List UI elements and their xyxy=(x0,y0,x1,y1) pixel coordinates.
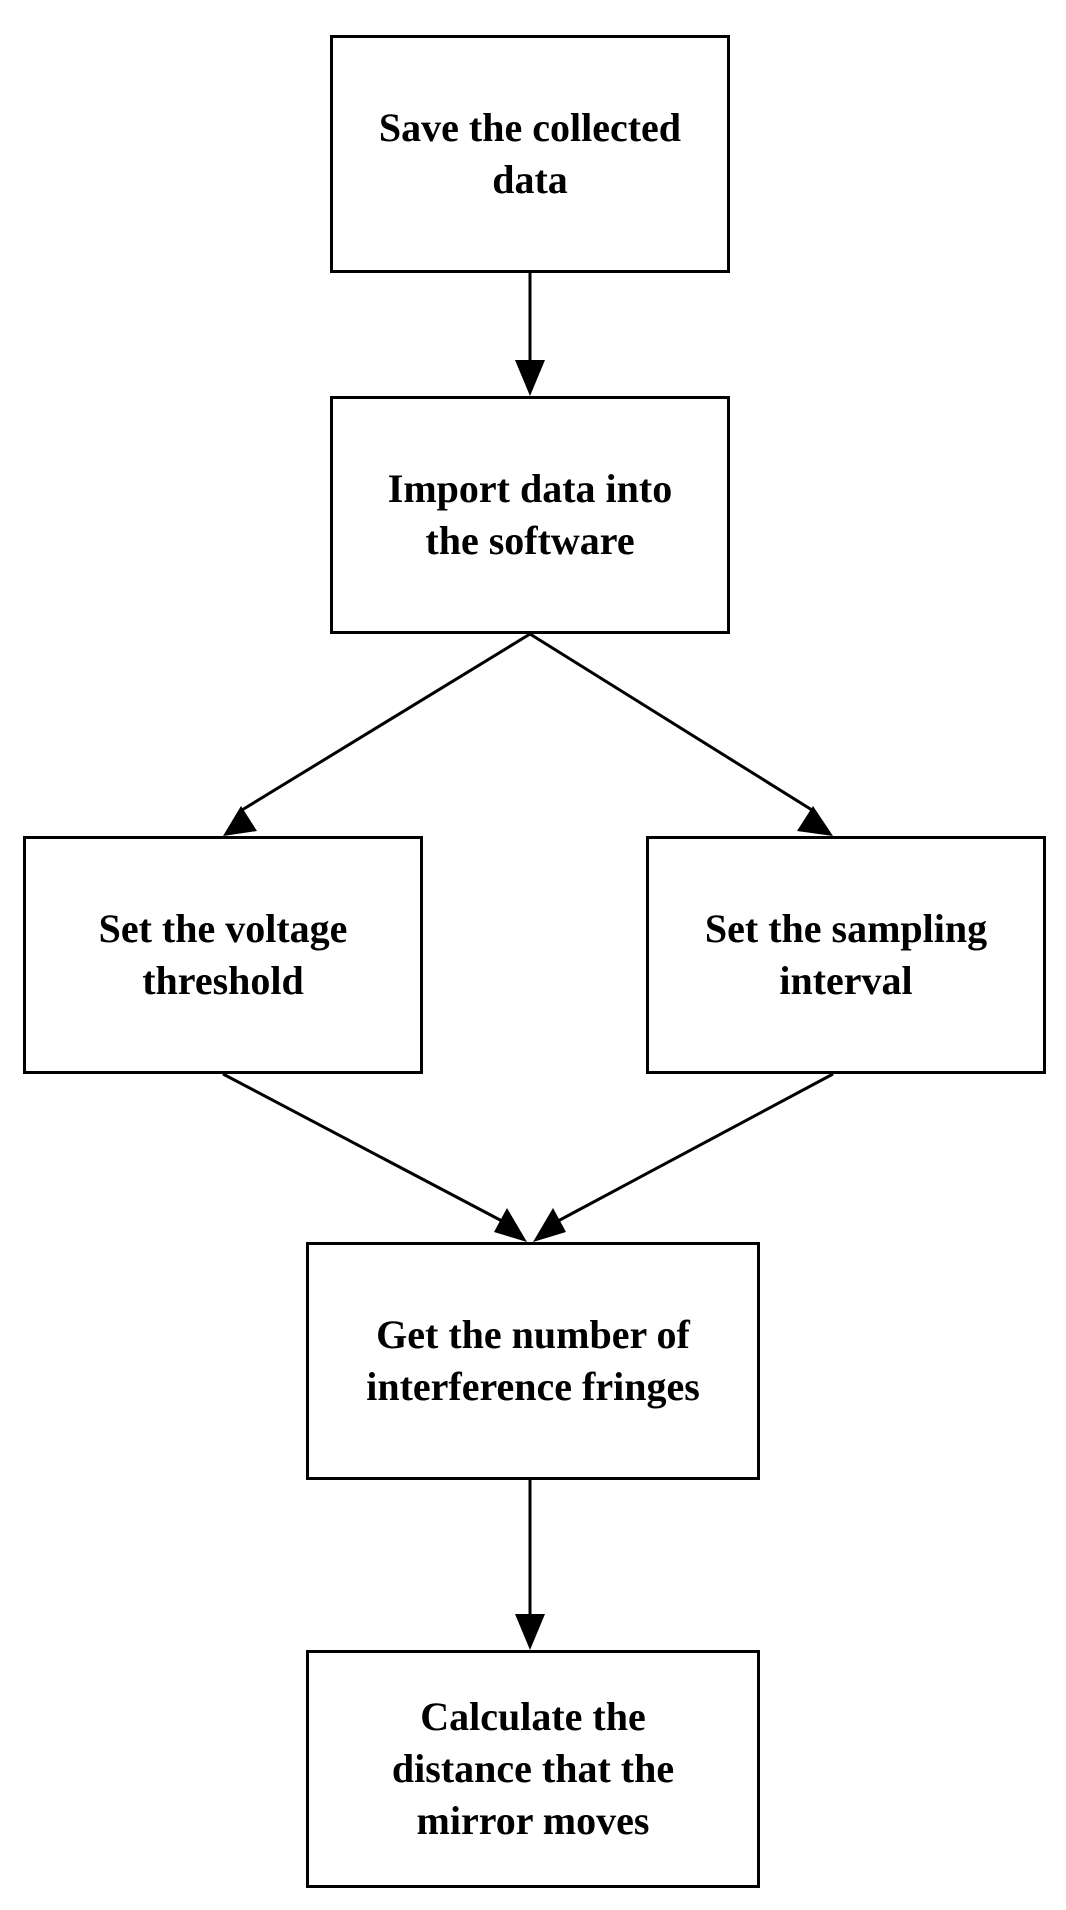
step-get-fringe-count: Get the number of interference fringes xyxy=(306,1242,760,1480)
step-set-voltage-threshold: Set the voltage threshold xyxy=(23,836,423,1074)
arrowhead-fringes-right xyxy=(533,1208,566,1242)
step-label: Get the number of interference fringes xyxy=(366,1312,700,1409)
edge-import-to-voltage xyxy=(241,632,531,812)
edge-voltage-to-fringes xyxy=(222,1072,503,1223)
step-label: Set the sampling interval xyxy=(704,906,988,1003)
arrowhead-sampling xyxy=(797,806,833,836)
step-label: Import data into the software xyxy=(387,466,673,563)
arrowhead-calc xyxy=(515,1614,545,1650)
arrowhead-voltage xyxy=(223,806,257,836)
step-set-sampling-interval: Set the sampling interval xyxy=(646,836,1046,1074)
step-import-data: Import data into the software xyxy=(330,396,730,634)
step-calculate-mirror-distance: Calculate the distance that the mirror m… xyxy=(306,1650,760,1888)
edge-sampling-to-fringes xyxy=(557,1072,834,1223)
step-save-collected-data: Save the collected data xyxy=(330,35,730,273)
arrowhead-fringes-left xyxy=(494,1208,527,1242)
step-label: Save the collected data xyxy=(378,105,682,202)
step-label: Set the voltage threshold xyxy=(98,906,348,1003)
arrowhead-import xyxy=(515,360,545,396)
step-label: Calculate the distance that the mirror m… xyxy=(391,1694,675,1843)
edge-import-to-sampling xyxy=(529,632,813,812)
